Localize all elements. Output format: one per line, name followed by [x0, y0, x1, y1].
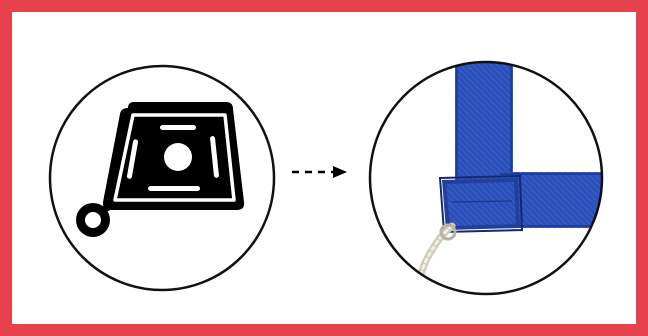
- dashed-arrow-right-icon: [292, 166, 347, 178]
- right-detail-panel: [370, 50, 610, 300]
- left-detail-panel: [50, 66, 274, 290]
